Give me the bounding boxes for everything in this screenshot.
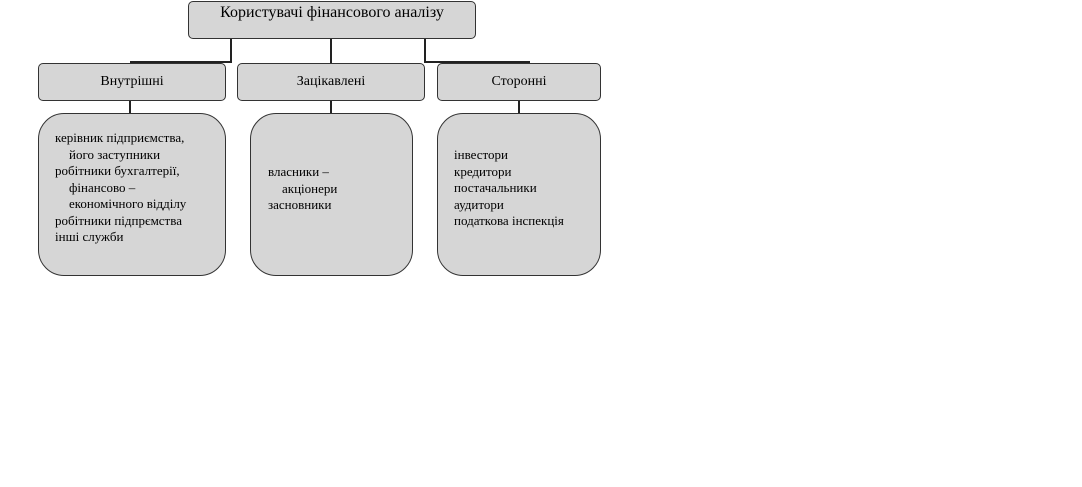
list-item: робітники бухгалтерії, xyxy=(55,163,180,178)
list-item: керівник підприємства, xyxy=(55,130,185,145)
list-item: постачальники xyxy=(454,180,537,195)
list-item: кредитори xyxy=(454,163,512,179)
list-item: економічного відділу xyxy=(69,196,187,211)
list-item: аудитори xyxy=(454,196,504,212)
category-interested: Зацікавлені xyxy=(237,63,425,101)
list-item: акціонери xyxy=(282,180,338,196)
connector-external xyxy=(424,39,530,63)
category-external: Сторонні xyxy=(437,63,601,101)
root-node: Користувачі фінансового аналізу xyxy=(188,1,476,39)
list-item: інвестори xyxy=(454,147,508,162)
connector-internal xyxy=(130,39,232,63)
list-item: податкова інспекція xyxy=(454,213,564,228)
list-item: засновники xyxy=(268,197,332,212)
interested-users-list: власники – акціонери засновники xyxy=(250,113,413,276)
list-item: власники – xyxy=(268,164,329,179)
list-item: інші служби xyxy=(55,229,124,244)
external-users-list: інвестори кредитори постачальники аудито… xyxy=(437,113,601,276)
list-item: фінансово – xyxy=(69,179,136,195)
internal-users-list: керівник підприємства, його заступники р… xyxy=(38,113,226,276)
list-item: його заступники xyxy=(69,146,161,162)
category-internal: Внутрішні xyxy=(38,63,226,101)
list-item: робітники підпрємства xyxy=(55,212,182,228)
